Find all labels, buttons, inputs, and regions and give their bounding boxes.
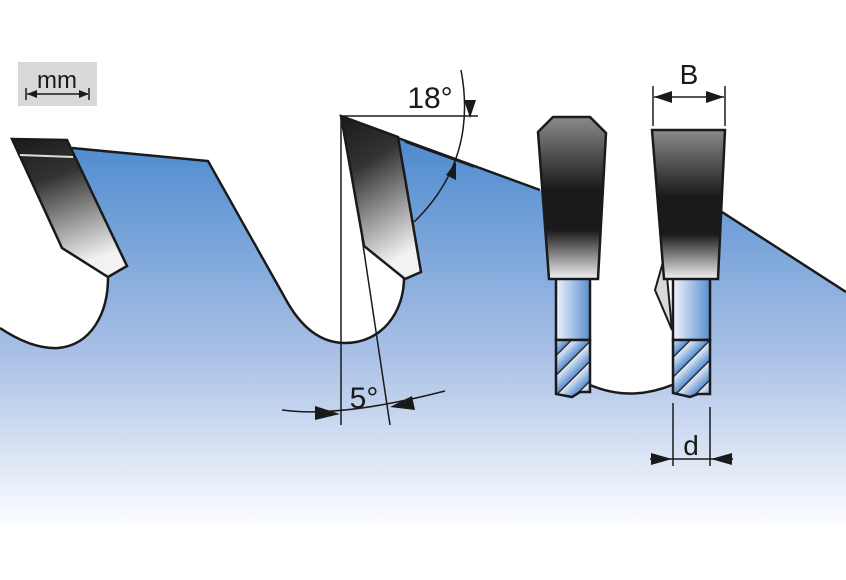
hook-angle-label: 18° xyxy=(407,82,452,115)
plate-thickness-label: d xyxy=(683,430,699,461)
kerf-width-dimension: B xyxy=(652,59,726,126)
unit-label: mm xyxy=(37,67,77,94)
unit-indicator: mm xyxy=(18,62,97,106)
side-view-tooth-right xyxy=(650,128,727,399)
hook-angle-dimension: 18° xyxy=(341,69,478,223)
plate-thickness-dimension: d xyxy=(650,403,733,466)
side-view-tooth-left xyxy=(536,115,608,399)
clearance-angle-label: 5° xyxy=(350,382,379,415)
kerf-width-label: B xyxy=(680,59,699,90)
left-carbide-tip xyxy=(10,137,129,279)
middle-carbide-tip xyxy=(339,114,423,281)
rear-tooth-edge xyxy=(653,254,673,331)
blade-body xyxy=(0,138,846,580)
clearance-angle-dimension: 5° xyxy=(281,116,446,426)
blade-outline xyxy=(0,136,846,395)
